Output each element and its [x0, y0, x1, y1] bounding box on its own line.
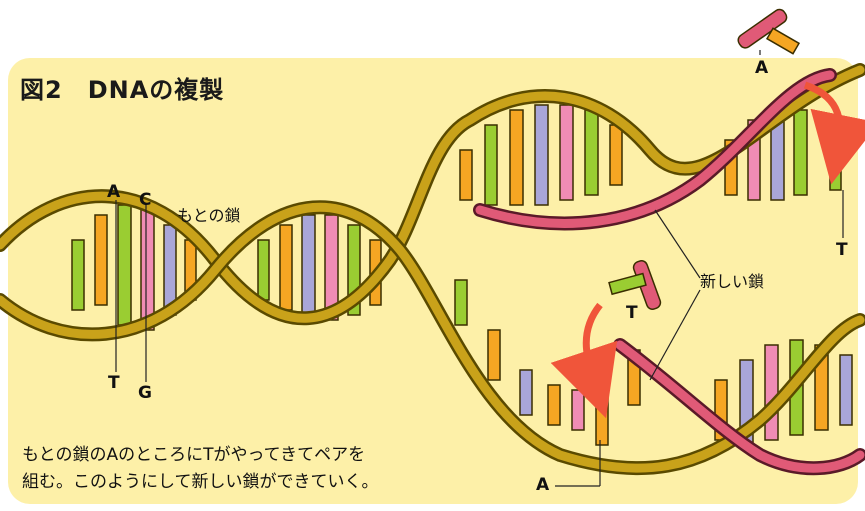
base-label-A-left: A: [107, 182, 120, 202]
new-strand-label: 新しい鎖: [700, 268, 764, 292]
base-label-A-free: A: [755, 58, 768, 78]
base-label-T-free: T: [626, 303, 638, 323]
free-nucleotide-A: [736, 7, 799, 53]
base-label-C-left: C: [139, 190, 151, 210]
base-label-T-left: T: [108, 373, 120, 393]
figure-caption: もとの鎖のAのところにTがやってきてペアを 組む。このようにして新しい鎖ができて…: [22, 442, 379, 496]
original-strand-label: もとの鎖: [177, 202, 241, 226]
base-label-A-fork: A: [536, 475, 549, 495]
base-label-G-left: G: [138, 383, 152, 403]
base-label-T-right: T: [836, 240, 848, 260]
arrow-down-left: [586, 305, 600, 385]
caption-line-1: もとの鎖のAのところにTがやってきてペアを: [22, 442, 379, 469]
caption-line-2: 組む。このようにして新しい鎖ができていく。: [22, 469, 379, 496]
